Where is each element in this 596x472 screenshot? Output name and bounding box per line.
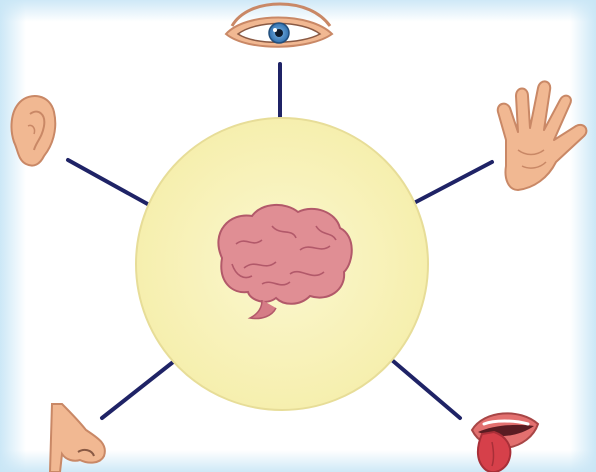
connector-mouth (386, 355, 460, 418)
ear-icon (12, 96, 56, 166)
connector-hand (412, 162, 492, 204)
connector-ear (68, 160, 153, 207)
connector-nose (102, 355, 182, 418)
